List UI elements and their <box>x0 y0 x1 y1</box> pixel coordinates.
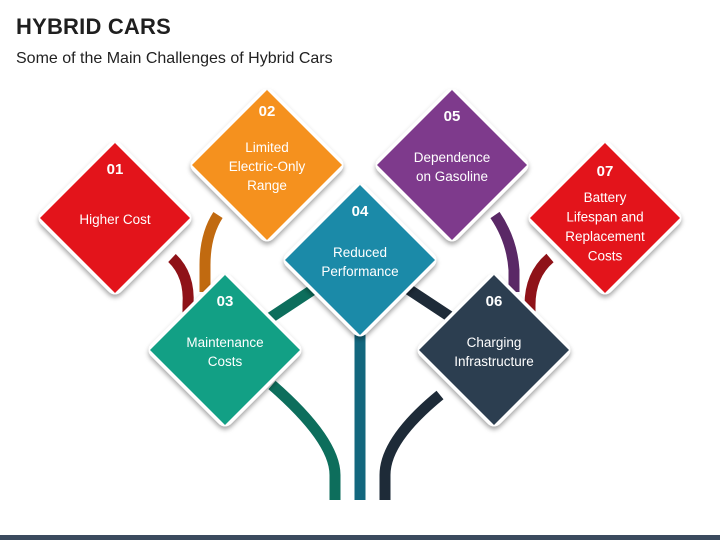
challenge-label-line: Higher Cost <box>79 212 151 227</box>
challenge-label-line: Reduced <box>333 245 387 260</box>
challenge-number-07: 07 <box>597 163 614 180</box>
diamond-fill <box>40 143 190 293</box>
diamond-fill <box>419 275 569 425</box>
stem-01 <box>168 254 194 318</box>
challenge-label-line: Replacement <box>565 229 645 244</box>
challenge-label-line: on Gasoline <box>416 169 488 184</box>
diamond-fill <box>192 90 342 240</box>
stem-05 <box>490 211 520 292</box>
challenge-number-03: 03 <box>217 293 234 310</box>
challenge-label-line: Range <box>247 178 287 193</box>
diamond-fill <box>150 275 300 425</box>
challenge-number-06: 06 <box>486 293 503 310</box>
challenge-number-02: 02 <box>259 103 276 120</box>
challenge-label-line: Infrastructure <box>454 354 534 369</box>
footer-bar <box>0 535 720 540</box>
challenge-label-line: Costs <box>208 354 243 369</box>
diamond-fill <box>530 143 680 293</box>
stem-07 <box>524 253 554 318</box>
challenge-label-line: Maintenance <box>186 335 263 350</box>
diamond-fill <box>377 90 527 240</box>
page-subtitle: Some of the Main Challenges of Hybrid Ca… <box>16 50 333 67</box>
challenge-label-line: Charging <box>467 335 522 350</box>
challenge-number-04: 04 <box>352 203 369 220</box>
connector-06 <box>398 280 456 323</box>
stem-02 <box>199 212 223 292</box>
challenge-label-line: Dependence <box>414 150 491 165</box>
diamond-fill <box>285 185 435 335</box>
challenge-label-line: Electric-Only <box>229 159 306 174</box>
page-title: HYBRID CARS <box>16 14 171 39</box>
stem-03 <box>268 380 341 500</box>
challenge-label-line: Performance <box>321 264 398 279</box>
challenge-label-line: Limited <box>245 140 289 155</box>
stem-06 <box>379 390 444 500</box>
challenge-label-line: Costs <box>588 249 623 264</box>
challenge-label-line: Lifespan and <box>566 210 643 225</box>
challenge-number-01: 01 <box>107 161 124 178</box>
challenge-number-05: 05 <box>444 108 461 125</box>
challenge-label-line: Battery <box>584 190 627 205</box>
